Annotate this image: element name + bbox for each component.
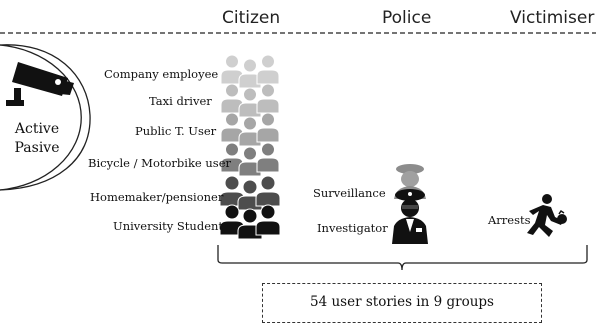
- police-label-surveillance: Surveillance: [313, 186, 386, 200]
- header-police: Police: [382, 8, 432, 28]
- camera-circle: [0, 44, 82, 191]
- person-icon: [238, 116, 262, 147]
- citizen-label-public-transport-user: Public T. User: [135, 124, 217, 138]
- person-icon: [256, 112, 280, 143]
- citizen-label-company-employee: Company employee: [104, 67, 219, 81]
- person-icon: [220, 54, 244, 85]
- victimiser-label-arrests: Arrests: [488, 213, 531, 227]
- camera-mode-active: Active: [14, 121, 60, 137]
- summary-box: 54 user stories in 9 groups: [262, 283, 542, 323]
- summary-text: 54 user stories in 9 groups: [310, 294, 494, 310]
- header-citizen: Citizen: [222, 8, 281, 28]
- running-thief-icon: [527, 194, 567, 237]
- citizen-label-taxi-driver: Taxi driver: [149, 94, 212, 108]
- header-victimiser: Victimiser: [510, 8, 595, 28]
- citizen-label-bicycle-motorbike-user: Bicycle / Motorbike user: [88, 156, 231, 170]
- person-icon: [255, 204, 281, 236]
- person-icon: [220, 142, 244, 173]
- person-icon: [256, 142, 280, 173]
- camera-mode-pasive: Pasive: [14, 140, 60, 156]
- police-label-investigator: Investigator: [317, 221, 388, 235]
- citizen-label-university-student: University Student: [113, 219, 224, 233]
- camera-circle-outline: [0, 44, 91, 191]
- person-icon: [256, 83, 280, 114]
- citizen-label-homemaker-pensioner: Homemaker/pensioner: [90, 190, 224, 204]
- person-icon: [255, 175, 281, 207]
- security-camera-icon: [6, 62, 74, 106]
- police-officer-icon: [392, 189, 428, 244]
- citizen-icon-stack: [219, 54, 281, 240]
- groups-bracket: [217, 245, 588, 271]
- person-icon: [238, 87, 262, 118]
- person-icon: [256, 54, 280, 85]
